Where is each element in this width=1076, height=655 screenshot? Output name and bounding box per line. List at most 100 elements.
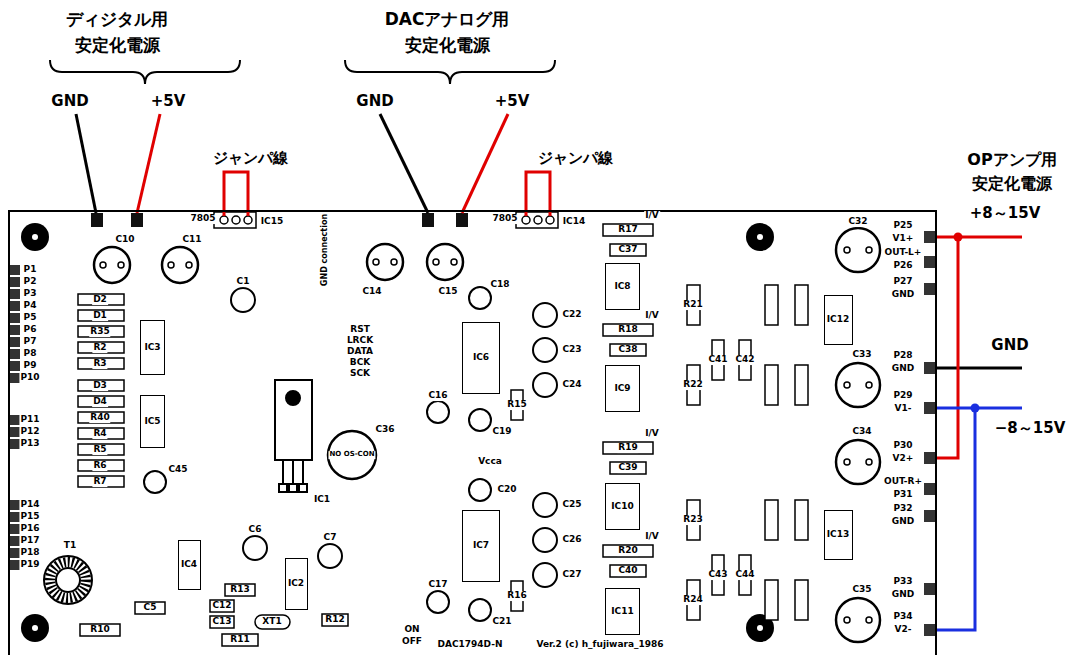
edge-pad [924, 510, 936, 522]
board-title: DAC1794D-N [437, 640, 504, 650]
electrolytic-capacitor [836, 598, 880, 642]
edge-pad [10, 337, 20, 347]
regulator-pin [546, 216, 554, 224]
silkscreen-label: C6 [248, 525, 263, 535]
edge-pad [924, 402, 936, 414]
silkscreen-label: IC15 [260, 217, 284, 227]
edge-pad [924, 283, 936, 295]
silkscreen-label: C24 [561, 380, 582, 390]
silkscreen-label: C45 [167, 465, 188, 475]
silkscreen-label: P14 [19, 500, 40, 510]
silkscreen-label: P31 [892, 490, 913, 500]
silkscreen-label: C19 [491, 427, 512, 437]
silkscreen-label: C15 [437, 287, 458, 297]
silkscreen-label: V1+ [892, 234, 915, 244]
resistor-symbol [135, 602, 165, 614]
chip-label: IC7 [473, 541, 489, 551]
chip-label: IC9 [614, 384, 630, 394]
silkscreen-label: V2+ [892, 454, 915, 464]
toroid-transformer [56, 568, 80, 592]
resistor-symbol [610, 244, 646, 256]
capacitor-pad [844, 247, 850, 253]
silkscreen-label: C14 [361, 287, 382, 297]
silkscreen-label: D3 [92, 381, 108, 391]
silkscreen-label: P3 [23, 289, 38, 299]
resistor-symbol [78, 294, 124, 305]
plus-wire [137, 114, 1022, 458]
ic-chip: IC13 [824, 510, 853, 560]
resistor-symbol [610, 462, 646, 474]
electrolytic-capacitor [836, 440, 880, 484]
wire-junction [954, 233, 980, 413]
silkscreen-label: GND [891, 590, 915, 600]
resistor-symbol [795, 500, 808, 540]
toroid-transformer [50, 562, 86, 598]
silkscreen-label: C13 [211, 617, 232, 627]
mounting-hole-center [757, 625, 763, 631]
silkscreen-label: P27 [892, 277, 913, 287]
resistor-symbol [210, 616, 234, 628]
edge-pad [10, 231, 936, 636]
silkscreen-label: P29 [892, 391, 913, 401]
chip-label: IC13 [827, 530, 849, 540]
silkscreen-label: P19 [19, 560, 40, 570]
silkscreen-label: R21 [682, 300, 703, 310]
silkscreen-label: I/V [644, 532, 660, 542]
regulator-outline [214, 212, 256, 228]
resistor-symbol [78, 326, 124, 337]
chip-label: IC2 [288, 579, 304, 589]
edge-pad [10, 313, 20, 323]
silkscreen-label: C39 [617, 463, 638, 473]
silkscreen-label: P10 [19, 373, 40, 383]
chip-label: IC6 [473, 353, 489, 363]
silkscreen-label: R35 [89, 327, 110, 337]
silkscreen-label: D1 [92, 311, 108, 321]
resistor-symbol [603, 224, 653, 236]
silkscreen-label: D4 [92, 397, 108, 407]
silkscreen-label: R24 [682, 595, 703, 605]
annotation-label: +5V [494, 93, 531, 110]
silkscreen-label: P4 [23, 301, 38, 311]
silkscreen-label: R17 [617, 225, 638, 235]
capacitor-pad [433, 259, 439, 265]
electrolytic-capacitor [328, 431, 376, 479]
silkscreen-label: R7 [92, 477, 107, 487]
silkscreen-label: NO OS-CON [328, 451, 375, 459]
toroid-transformer [44, 556, 92, 604]
capacitor-pad [844, 459, 850, 465]
chip-label: IC10 [611, 502, 633, 512]
silkscreen-label: RST [349, 325, 371, 335]
silkscreen-label: P1 [23, 265, 38, 275]
silkscreen-label: R22 [682, 380, 703, 390]
annotation-label: ディジタル用 安定化電源 [58, 7, 176, 58]
small-capacitor [469, 479, 491, 501]
silkscreen-label: 7805 [189, 214, 216, 224]
plus-wire [462, 114, 508, 213]
resistor-symbol [765, 365, 778, 405]
resistor-symbol [610, 344, 646, 356]
ic-chip: IC6 [462, 322, 500, 394]
resistor-symbol [222, 634, 258, 646]
silkscreen-label: P17 [19, 536, 40, 546]
electrolytic-capacitor [836, 363, 880, 407]
small-capacitor [533, 303, 557, 327]
mounting-hole [21, 223, 49, 251]
silkscreen-label: IC14 [562, 217, 586, 227]
small-capacitor [144, 287, 557, 621]
silkscreen-label: R20 [617, 546, 638, 556]
mounting-hole-center [757, 234, 763, 240]
silkscreen-label: C12 [211, 601, 232, 611]
silkscreen-label: IC1 [313, 495, 331, 505]
silkscreen-label: R19 [617, 443, 638, 453]
mounting-hole-center [32, 625, 38, 631]
regulator-pin [244, 216, 252, 224]
silkscreen-label: T1 [63, 541, 77, 551]
board-ground [8, 210, 937, 655]
silkscreen-label: C16 [427, 391, 448, 401]
silkscreen-label: R5 [92, 445, 107, 455]
electrolytic-capacitor [162, 247, 198, 283]
annotation-label: GND [355, 93, 394, 110]
silkscreen-label: R4 [92, 429, 107, 439]
to220-regulator [286, 391, 300, 405]
annotation-label: GND [990, 337, 1029, 354]
